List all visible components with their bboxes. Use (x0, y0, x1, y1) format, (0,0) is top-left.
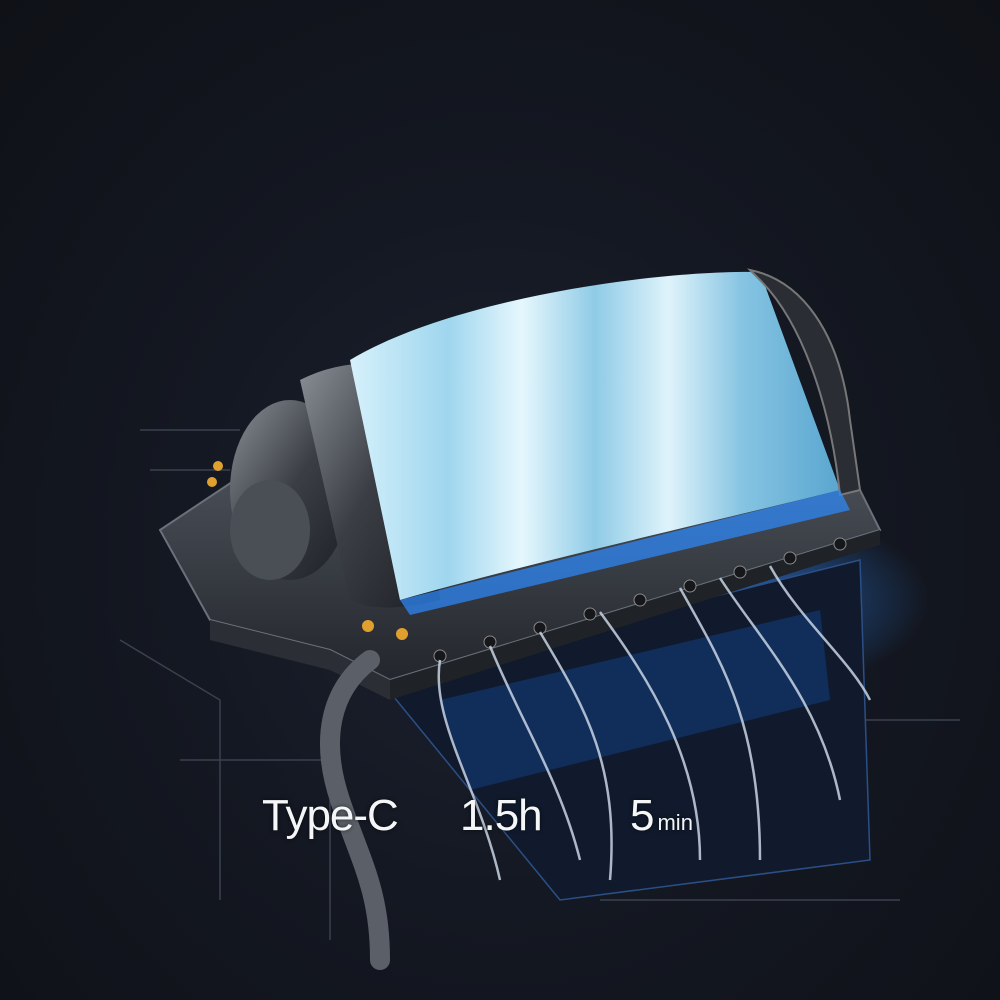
fast-charge-value: 5 (630, 791, 655, 840)
fast-charge-unit: min (657, 810, 693, 835)
wires (437, 565, 872, 881)
spec-charge-time: 1.5h (460, 791, 543, 840)
battery-cell (350, 271, 840, 600)
usb-cable (320, 650, 390, 970)
spec-port-label: Type-C (262, 791, 399, 840)
